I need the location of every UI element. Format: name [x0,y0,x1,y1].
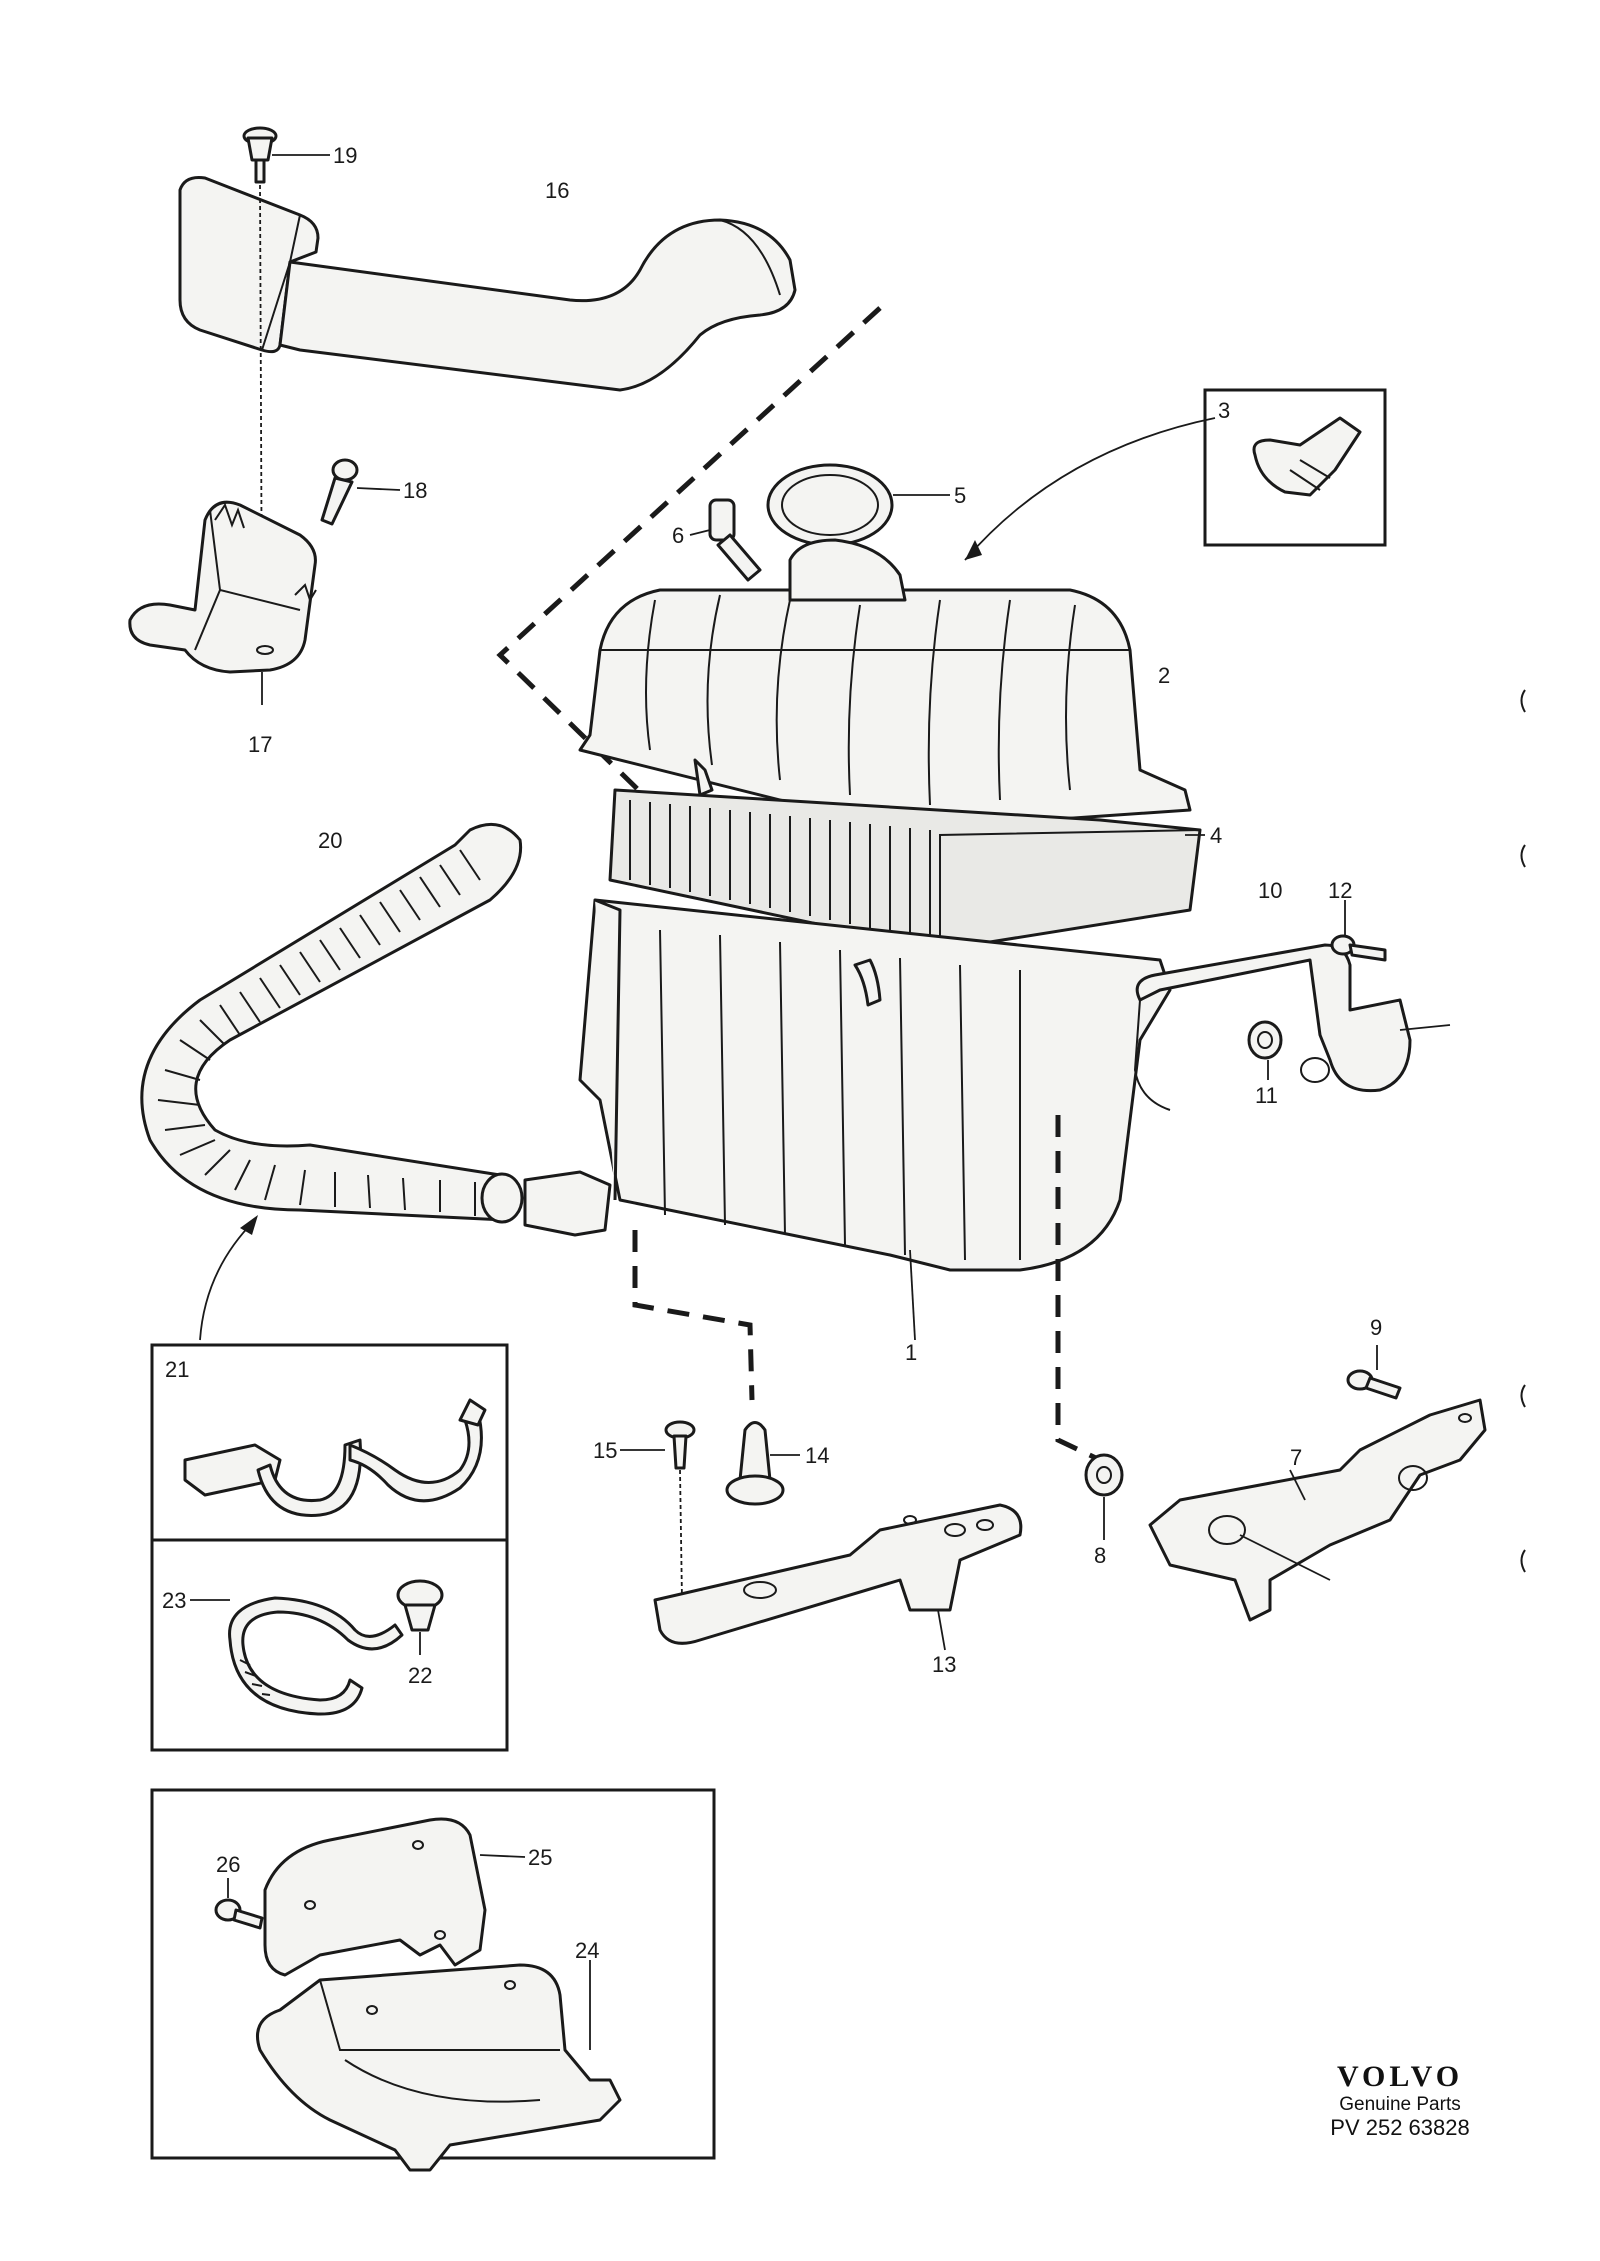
label-part-24: 24 [575,1938,599,1963]
label-part-17: 17 [248,732,272,757]
push-clip-part-19 [242,126,278,184]
corrugated-hose-part-20 [140,822,524,1224]
filter-housing-part-1 [578,898,1172,1272]
label-part-6: 6 [672,523,684,548]
nozzle-part-6 [708,498,762,582]
clip-detail-box-part-3 [1203,388,1387,547]
label-part-26: 26 [216,1852,240,1877]
filter-cover-part-2 [578,588,1192,832]
label-part-15: 15 [593,1438,617,1463]
label-part-3: 3 [1218,398,1230,423]
label-part-18: 18 [403,478,427,503]
clamp-detail-box [150,1343,509,1752]
volvo-logo: VOLVO [1336,2060,1464,2093]
bracket-part-17 [128,500,317,674]
label-part-7: 7 [1290,1445,1302,1470]
band-clamp-part-23 [228,1596,404,1716]
brand-subtitle: Genuine Parts [1339,2094,1461,2115]
label-part-16: 16 [545,178,569,203]
label-part-12: 12 [1328,878,1352,903]
brand-block: VOLVO Genuine Parts PV 252 63828 [1290,2060,1510,2140]
label-part-20: 20 [318,828,342,853]
screw-part-18 [320,458,359,526]
label-part-5: 5 [954,483,966,508]
intake-duct-part-16 [178,176,797,392]
tray-part-24 [256,1963,622,2172]
label-part-4: 4 [1210,823,1222,848]
label-part-14: 14 [805,1443,829,1468]
label-part-25: 25 [528,1845,552,1870]
label-part-21: 21 [165,1357,189,1382]
label-part-19: 19 [333,143,357,168]
push-clip-part-22 [396,1579,444,1632]
label-part-10: 10 [1258,878,1282,903]
filter-element-part-4 [608,788,1202,952]
mounting-plate-part-13 [653,1503,1023,1645]
screw-part-26 [214,1898,264,1930]
label-part-9: 9 [1370,1315,1382,1340]
screw-part-12 [1330,934,1387,962]
label-part-13: 13 [932,1652,956,1677]
label-part-8: 8 [1094,1543,1106,1568]
screw-part-15 [664,1420,696,1470]
label-part-2: 2 [1158,663,1170,688]
support-bracket-part-10 [1133,943,1412,1111]
clamp-part-21 [183,1398,487,1517]
label-part-22: 22 [408,1663,432,1688]
bracket-part-7 [1148,1398,1487,1622]
spring-clip-part-3 [1252,416,1362,497]
rubber-grommet-part-11 [1247,1020,1283,1060]
rubber-grommet-part-8 [1084,1453,1124,1497]
seal-ring-part-5 [766,463,907,602]
label-part-11: 11 [1255,1083,1278,1108]
rubber-mount-part-14 [725,1421,785,1506]
diagram-reference: PV 252 63828 [1330,2115,1470,2140]
shield-part-25 [263,1817,487,1977]
label-part-23: 23 [162,1588,186,1613]
screw-part-9 [1346,1369,1402,1400]
label-part-1: 1 [905,1340,917,1365]
